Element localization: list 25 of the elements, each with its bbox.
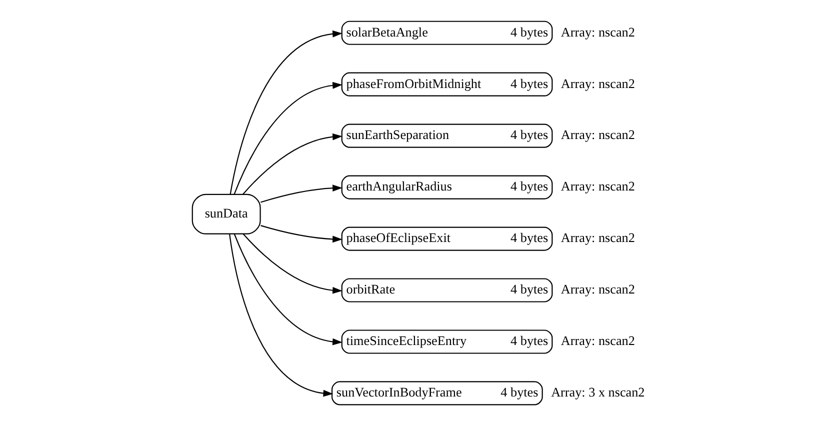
node-box: sunVectorInBodyFrame 4 bytes (330, 381, 542, 406)
node-label: Array: nscan2 (560, 230, 634, 246)
arrow (260, 225, 342, 243)
node-box: earthAngularRadius 4 bytes (340, 175, 552, 200)
node-box: timeSinceEclipseEntry 4 bytes (340, 330, 552, 354)
node-box: sunEarthSeparation 4 bytes (340, 124, 552, 148)
arrow (229, 30, 342, 194)
arrow (228, 234, 333, 397)
node-box: sunData (191, 194, 260, 234)
node-box: phaseFromOrbitMidnight 4 bytes (340, 72, 552, 96)
node-box: orbitRate 4 bytes (340, 278, 552, 302)
arrow (242, 133, 342, 194)
node-label: Array: nscan2 (560, 333, 634, 348)
node-label: Array: nscan2 (560, 127, 634, 142)
node-label: Array: nscan2 (560, 76, 634, 91)
arrow (233, 82, 342, 194)
arrow (242, 234, 342, 294)
arrow (260, 184, 342, 203)
node-label: Array: nscan2 (560, 24, 634, 40)
node-label: Array: 3 x nscan2 (550, 384, 644, 400)
node-label: Array: nscan2 (560, 282, 634, 297)
node-box: solarBetaAngle 4 bytes (340, 20, 552, 45)
arrow (233, 234, 342, 346)
node-box: phaseOfEclipseExit 4 bytes (340, 226, 552, 251)
node-label: Array: nscan2 (560, 178, 634, 194)
